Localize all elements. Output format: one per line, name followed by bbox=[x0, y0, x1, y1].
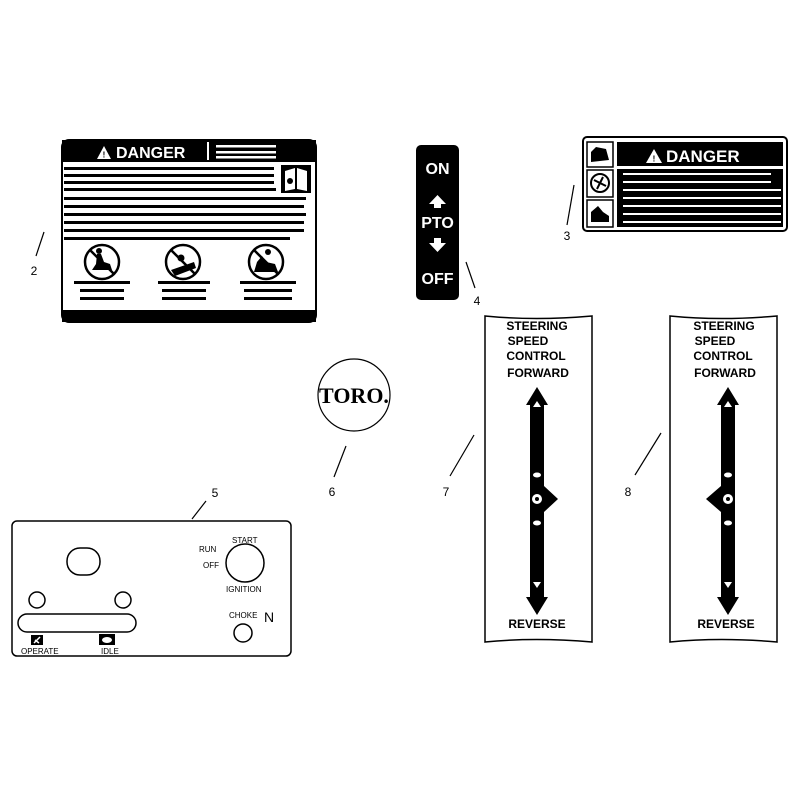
panel-hole-right bbox=[114, 591, 132, 609]
callout-8: 8 bbox=[625, 485, 632, 499]
steering-label: STEERING bbox=[693, 319, 754, 333]
run-label: RUN bbox=[199, 545, 217, 554]
ignition-label: IGNITION bbox=[226, 585, 262, 594]
no-riding-passenger-icon bbox=[83, 243, 121, 281]
warning-triangle-icon bbox=[646, 149, 662, 163]
operate-label: OPERATE bbox=[21, 647, 59, 656]
callout-leader-lines bbox=[35, 184, 662, 520]
callout-3: 3 bbox=[564, 229, 571, 243]
rotating-blade-icon bbox=[586, 169, 614, 198]
warning-triangle-icon bbox=[97, 146, 111, 159]
callout-6: 6 bbox=[329, 485, 336, 499]
arrow-down-icon bbox=[429, 238, 446, 252]
decal-4-pto-switch: ON PTO OFF bbox=[416, 145, 459, 300]
reverse-label: REVERSE bbox=[508, 617, 565, 631]
speed-label: SPEED bbox=[695, 334, 736, 348]
speed-label: SPEED bbox=[508, 334, 549, 348]
control-label: CONTROL bbox=[506, 349, 565, 363]
callout-7: 7 bbox=[443, 485, 450, 499]
control-label: CONTROL bbox=[693, 349, 752, 363]
manual-book-icon bbox=[281, 165, 311, 193]
decal-2-icon-captions bbox=[74, 281, 296, 300]
decal-2-danger-label: ! DANGER bbox=[61, 139, 317, 323]
start-label: START bbox=[232, 536, 258, 545]
choke-symbol: N bbox=[264, 609, 274, 625]
decal-2-text-lines bbox=[64, 167, 306, 240]
throttle-slot bbox=[17, 613, 137, 633]
no-slope-mower-icon bbox=[164, 243, 202, 281]
ignition-switch bbox=[225, 543, 265, 583]
no-bystander-icon bbox=[247, 243, 285, 281]
pto-off-label: OFF bbox=[422, 271, 454, 288]
reverse-label: REVERSE bbox=[697, 617, 754, 631]
bidirectional-speed-arrow-icon bbox=[706, 387, 739, 615]
callout-2: 2 bbox=[31, 264, 38, 278]
pto-on-label: ON bbox=[426, 161, 450, 178]
decal-7-steering-speed-control: STEERING SPEED CONTROL FORWARD REVERSE bbox=[484, 315, 593, 643]
off-label: OFF bbox=[203, 561, 219, 570]
decal-6-toro-logo: TORO. bbox=[317, 358, 391, 432]
svg-text:!: ! bbox=[103, 151, 106, 160]
operate-rabbit-icon bbox=[31, 635, 43, 645]
hand-injury-icon bbox=[586, 141, 614, 168]
decal-3-text-lines bbox=[623, 173, 781, 223]
arrow-up-icon bbox=[429, 195, 446, 208]
decal-3-danger-label: ! DANGER bbox=[582, 136, 788, 232]
forward-label: FORWARD bbox=[507, 366, 569, 380]
panel-hole-left bbox=[28, 591, 46, 609]
callout-5: 5 bbox=[212, 486, 219, 500]
decal-3-title: DANGER bbox=[666, 147, 740, 166]
choke-label: CHOKE bbox=[229, 611, 257, 620]
callout-numbers: 2 3 4 5 6 7 8 bbox=[31, 229, 632, 500]
decal-8-steering-speed-control: STEERING SPEED CONTROL FORWARD REVERSE bbox=[669, 315, 778, 643]
pto-label: PTO bbox=[421, 215, 454, 232]
bidirectional-speed-arrow-icon bbox=[526, 387, 558, 615]
choke-knob-hole bbox=[233, 623, 253, 643]
forward-label: FORWARD bbox=[694, 366, 756, 380]
idle-turtle-icon bbox=[99, 634, 115, 645]
foot-injury-icon bbox=[586, 199, 614, 228]
idle-label: IDLE bbox=[101, 647, 119, 656]
decal-2-title: DANGER bbox=[116, 145, 186, 162]
decal-5-control-panel: OPERATE IDLE START RUN OFF IGNITION CHOK… bbox=[11, 520, 292, 657]
svg-text:!: ! bbox=[653, 155, 656, 164]
toro-logo-text: TORO. bbox=[319, 383, 389, 408]
callout-4: 4 bbox=[474, 294, 481, 308]
steering-label: STEERING bbox=[506, 319, 567, 333]
panel-oval-hole bbox=[66, 547, 101, 576]
